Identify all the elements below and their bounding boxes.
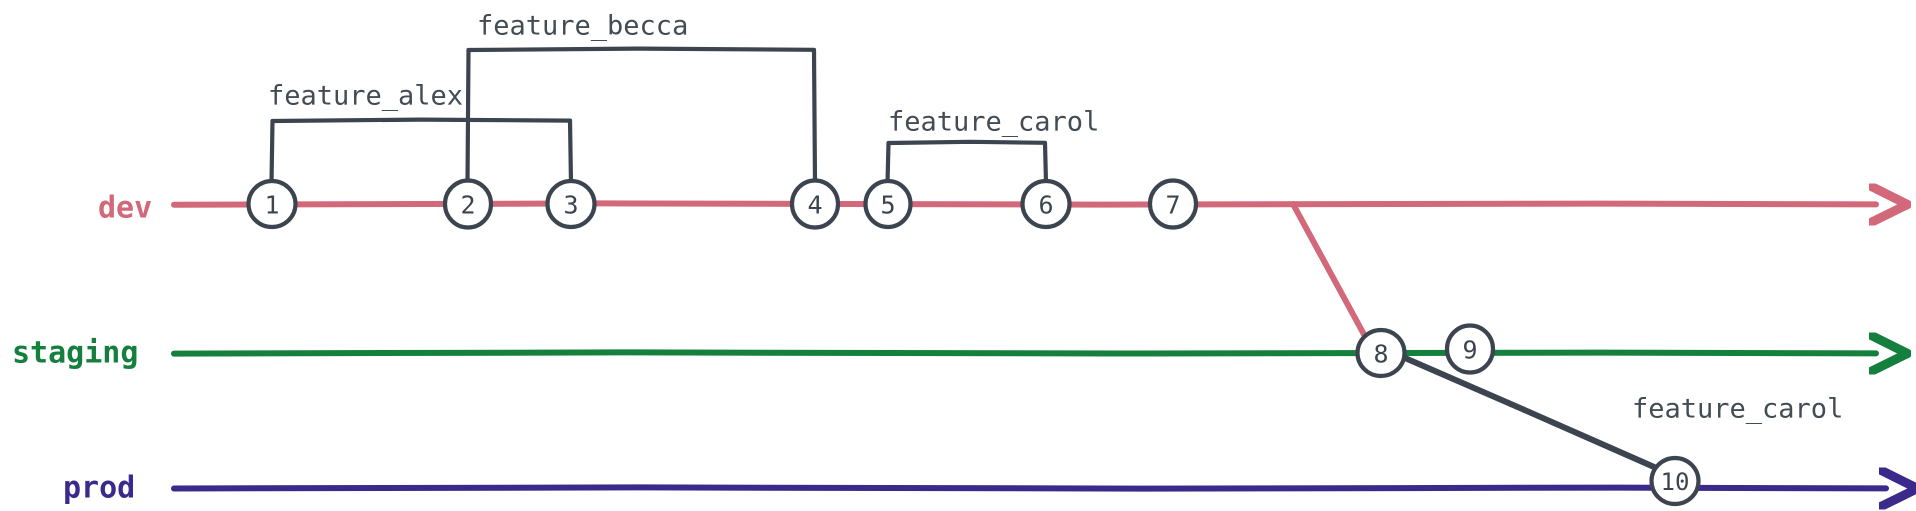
commit-label-1: 1 [264, 191, 279, 220]
commit-label-8: 8 [1373, 340, 1388, 369]
commit-node-2[interactable]: 2 [442, 178, 494, 230]
commit-node-3[interactable]: 3 [545, 178, 597, 230]
feature-bracket-feature-becca [465, 46, 818, 186]
branch-label-prod: prod [63, 471, 135, 506]
feature-bracket-feature-alex [269, 117, 574, 186]
branch-label-staging: staging [12, 336, 138, 371]
commit-label-4: 4 [807, 191, 822, 220]
commit-node-8[interactable]: 8 [1355, 327, 1407, 379]
feature-label-feature-carol-prod: feature_carol [1632, 394, 1843, 425]
commit-node-7[interactable]: 7 [1147, 178, 1199, 230]
feature-brackets-group [269, 46, 1049, 186]
feature-label-feature-carol-dev: feature_carol [888, 107, 1099, 138]
merge-line-dev-to-staging [1290, 201, 1370, 343]
commit-label-5: 5 [880, 191, 895, 220]
commit-label-3: 3 [563, 191, 578, 220]
feature-label-feature-becca: feature_becca [477, 11, 688, 42]
branch-line-staging [171, 352, 1876, 353]
commit-label-7: 7 [1165, 191, 1180, 220]
commit-label-10: 10 [1661, 468, 1690, 496]
feature-labels-group: feature_alex feature_becca feature_carol… [268, 11, 1843, 425]
commit-node-5[interactable]: 5 [863, 178, 913, 230]
feature-label-feature-alex: feature_alex [268, 81, 463, 112]
commit-label-6: 6 [1038, 191, 1053, 220]
commit-node-4[interactable]: 4 [789, 178, 841, 230]
branch-label-dev: dev [98, 191, 152, 226]
commit-node-6[interactable]: 6 [1020, 178, 1072, 230]
commit-node-1[interactable]: 1 [246, 178, 298, 230]
branch-lines-group [171, 203, 1886, 488]
merge-line-staging-to-prod [1379, 345, 1664, 473]
commit-node-10[interactable]: 10 [1649, 455, 1701, 507]
branch-line-prod [171, 487, 1886, 488]
commit-node-9[interactable]: 9 [1444, 323, 1496, 375]
branch-labels-group: dev staging prod [12, 191, 152, 506]
feature-bracket-feature-carol-dev [885, 139, 1049, 186]
commit-label-9: 9 [1462, 336, 1477, 365]
merge-lines-group [1290, 201, 1664, 473]
commit-label-2: 2 [460, 191, 475, 220]
commit-nodes-group: 1 2 3 4 5 6 7 [246, 178, 1701, 507]
